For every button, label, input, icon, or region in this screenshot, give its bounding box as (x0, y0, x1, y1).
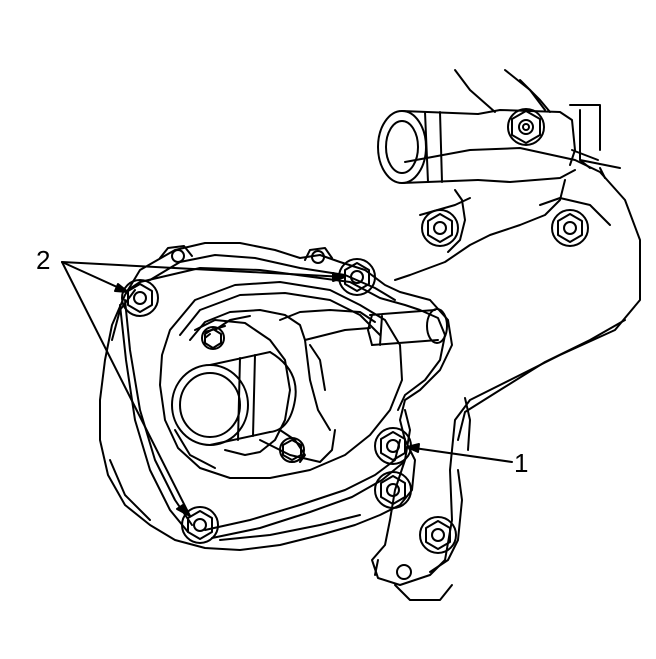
flange-bolt-lower (279, 437, 305, 463)
upper-outlet-pipe (377, 69, 621, 281)
housing-bolt-bottom-left (181, 506, 219, 544)
flange-bolt-upper (201, 326, 225, 350)
callout-label-1: 1 (514, 448, 528, 478)
callout-2-leaders (61, 261, 346, 517)
bracket-bolt-left (421, 209, 459, 247)
hex-bolt-upper (507, 108, 545, 146)
housing-body (99, 242, 453, 551)
housing-bolt-lower-right (419, 516, 457, 554)
housing-lug-holes (171, 249, 412, 580)
housing-bolt-lower-middle (374, 471, 412, 509)
bracket-bolt-right (551, 209, 589, 247)
callout-label-2: 2 (36, 245, 50, 275)
engine-cover-outline (371, 147, 641, 601)
housing-bolt-top-left (121, 279, 159, 317)
callout-1-leader (406, 443, 513, 463)
housing-bolt-callout-1 (374, 427, 412, 465)
